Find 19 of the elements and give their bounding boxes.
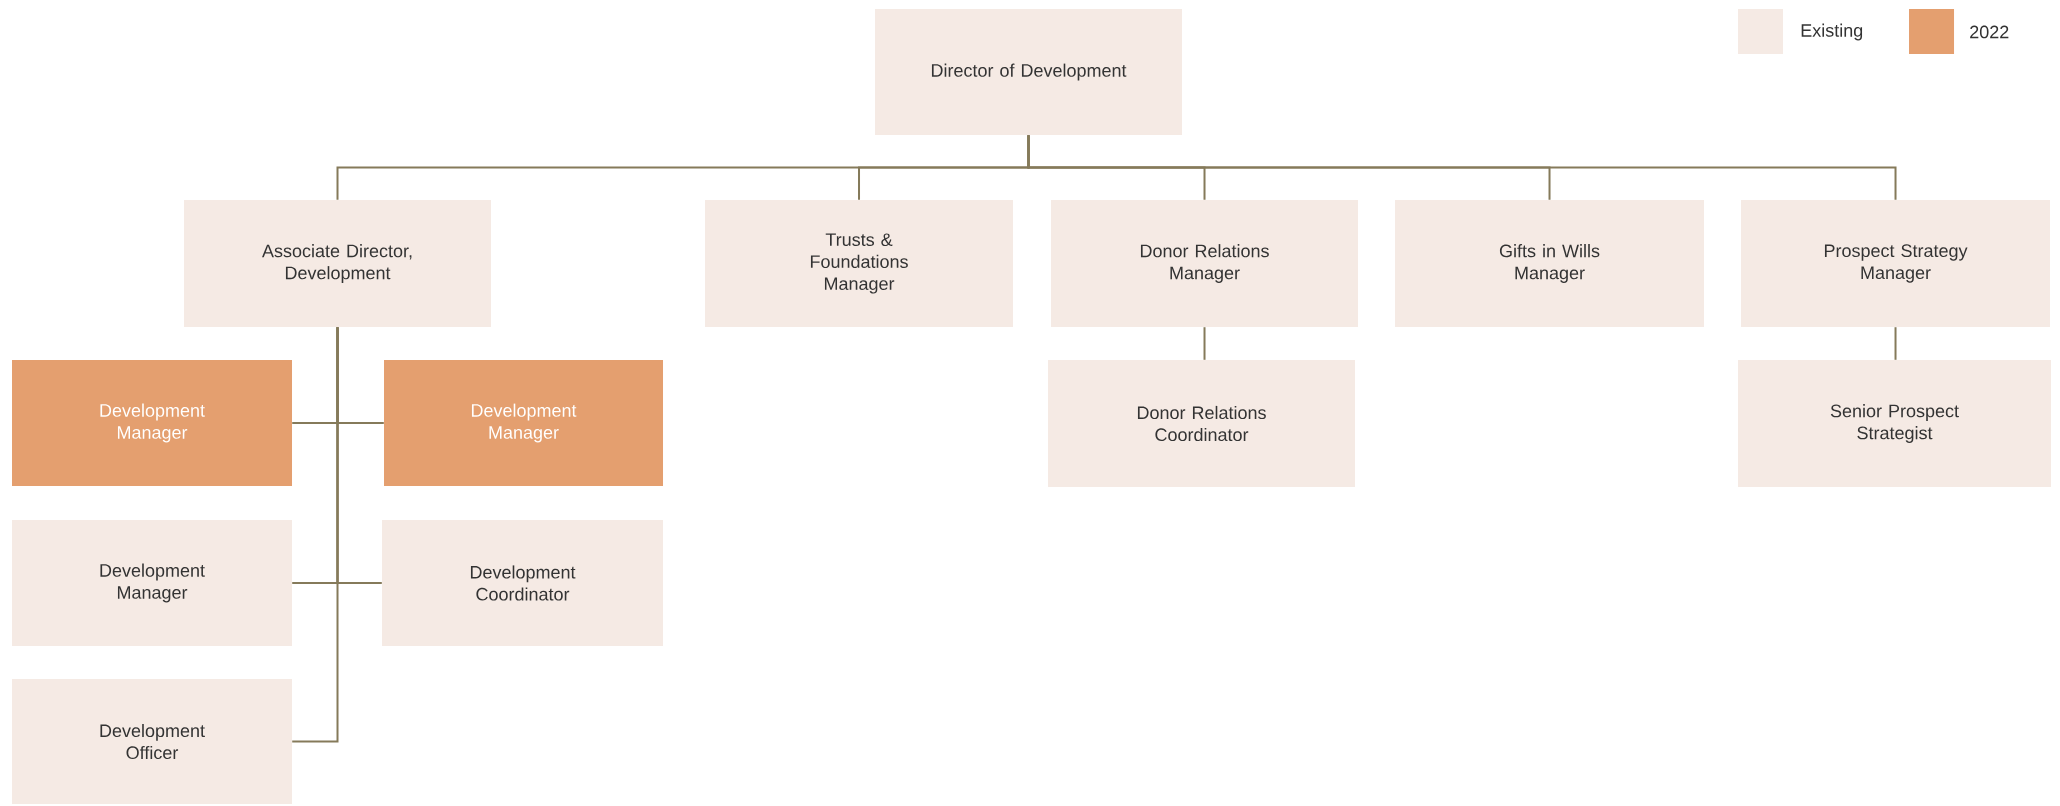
position-box: Development Manager [384, 360, 663, 486]
position-box: Donor Relations Coordinator [1048, 360, 1355, 487]
position-box: Associate Director, Development [184, 200, 491, 327]
connector-line [1027, 134, 1897, 201]
position-box: Director of Development [875, 9, 1182, 135]
position-box: Development Manager [12, 360, 292, 486]
position-box: Donor Relations Manager [1051, 200, 1358, 327]
position-box: Development Officer [12, 679, 292, 804]
position-box: Prospect Strategy Manager [1741, 200, 2051, 327]
legend-label: 2022 [1970, 25, 2009, 39]
position-box: Trusts & Foundations Manager [705, 200, 1013, 327]
legend-label: Existing [1801, 23, 1863, 41]
connector-line [291, 326, 339, 743]
position-box: Senior Prospect Strategist [1738, 360, 2052, 487]
connector-line [1894, 326, 1897, 361]
position-box: Development Manager [12, 520, 292, 646]
connector-line [1203, 326, 1206, 361]
position-box: Gifts in Wills Manager [1395, 200, 1704, 327]
position-box: Development Coordinator [382, 520, 663, 646]
